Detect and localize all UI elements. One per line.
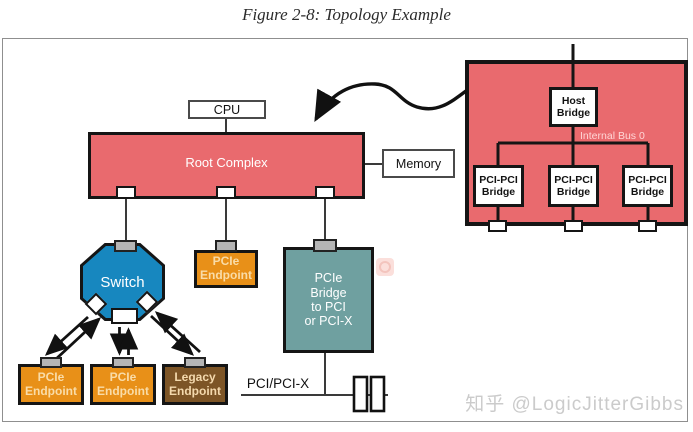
pci-pci-bridge-1-box: PCI-PCI Bridge: [473, 165, 524, 207]
pci-pci-bridge-2-box: PCI-PCI Bridge: [548, 165, 599, 207]
switch-box: Switch: [80, 243, 165, 321]
pcie-endpoint-mid-port: [112, 357, 134, 368]
pcie-bridge-port: [313, 239, 337, 252]
memory-box: Memory: [382, 149, 455, 178]
inset-port-2: [564, 220, 583, 232]
pci-slot-2: [369, 375, 386, 413]
pcie-endpoint-mid-label: PCIe Endpoint: [97, 369, 149, 398]
pcie-bridge-box: PCIe Bridge to PCI or PCI-X: [283, 247, 374, 353]
memory-label: Memory: [395, 156, 442, 171]
internal-bus-label: Internal Bus 0: [580, 130, 645, 142]
pci-pci-bridge-2-label: PCI-PCI Bridge: [554, 173, 593, 198]
callout-arrow: [314, 82, 468, 122]
switch-upstream-port: [114, 240, 137, 252]
pcie-endpoint-top-label: PCIe Endpoint: [200, 254, 252, 282]
rc-port-2: [216, 186, 236, 199]
pcie-endpoint-top-port: [215, 240, 237, 252]
pci-pci-bridge-3-label: PCI-PCI Bridge: [628, 173, 667, 198]
pcie-endpoint-left-box: PCIe Endpoint: [18, 364, 84, 405]
arrow-ep1-to-switch: [55, 317, 102, 361]
pcie-endpoint-mid-box: PCIe Endpoint: [90, 364, 156, 405]
cpu-label: CPU: [213, 102, 241, 117]
watermark-badge-icon: [376, 258, 394, 276]
switch-downstream-port-center: [111, 308, 138, 324]
pci-pci-bridge-1-label: PCI-PCI Bridge: [479, 173, 518, 198]
pcie-endpoint-top-box: PCIe Endpoint: [194, 250, 258, 288]
pci-slots: [352, 375, 386, 413]
legacy-endpoint-port: [184, 357, 206, 368]
pcie-bridge-label: PCIe Bridge to PCI or PCI-X: [304, 271, 353, 329]
root-complex-label: Root Complex: [185, 155, 268, 170]
arrow-legacy-to-switch: [154, 311, 201, 354]
pci-slot-1: [352, 375, 369, 413]
pci-pci-bridge-3-box: PCI-PCI Bridge: [622, 165, 673, 207]
diagram-frame: [2, 38, 688, 422]
pci-bus-label: PCI/PCI-X: [246, 376, 310, 391]
arrow-switch-to-legacy: [150, 314, 195, 356]
legacy-endpoint-box: Legacy Endpoint: [162, 364, 228, 405]
host-bridge-box: Host Bridge: [549, 87, 598, 127]
cpu-box: CPU: [188, 100, 266, 119]
inset-port-3: [638, 220, 657, 232]
inset-wiring: [496, 44, 650, 222]
pcie-endpoint-left-port: [40, 357, 62, 368]
figure-title: Figure 2-8: Topology Example: [242, 5, 451, 24]
pcie-endpoint-left-label: PCIe Endpoint: [25, 369, 77, 398]
rc-port-3: [315, 186, 335, 199]
rc-port-1: [116, 186, 136, 199]
legacy-endpoint-label: Legacy Endpoint: [169, 369, 221, 398]
switch-label: Switch: [100, 273, 145, 291]
host-bridge-label: Host Bridge: [556, 94, 591, 119]
watermark-text: 知乎 @LogicJitterGibbs: [465, 394, 684, 415]
switch-link-arrows: [44, 311, 201, 361]
inset-port-1: [488, 220, 507, 232]
